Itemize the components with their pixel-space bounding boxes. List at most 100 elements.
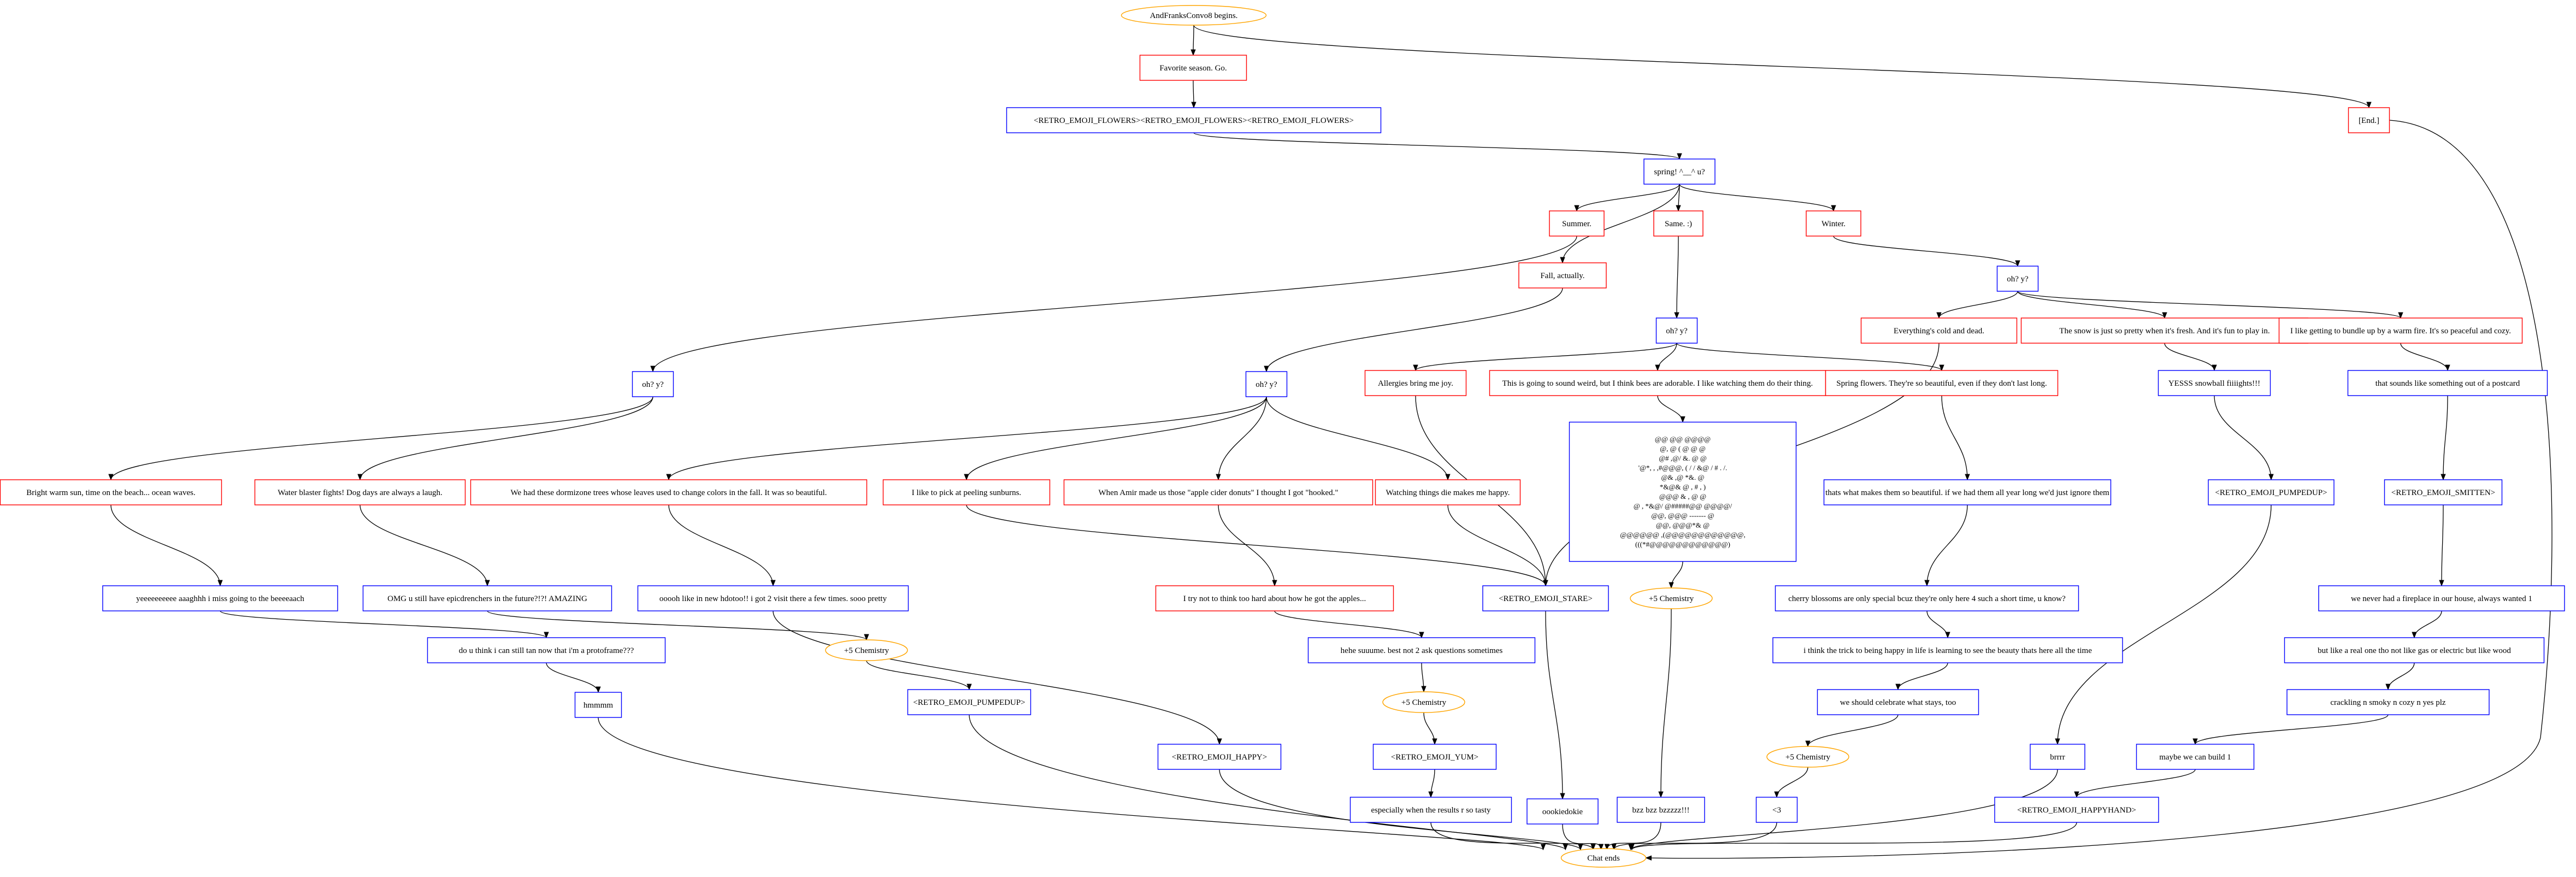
node-fall-label: Fall, actually.	[1540, 272, 1584, 280]
node-apple_cider-shape	[1063, 479, 1374, 505]
node-warm_sun-shape	[0, 479, 222, 505]
node-maybe-shape	[2136, 744, 2255, 770]
node-chem2: +5 Chemistry	[1630, 587, 1713, 609]
edge-do_u_think-to-hmmm	[546, 662, 601, 693]
edge-yum-to-especially	[1428, 769, 1435, 798]
node-smitten: <RETRO_EMOJI_SMITTEN>	[2384, 479, 2503, 505]
node-especially: especially when the results r so tasty	[1349, 797, 1512, 823]
edge-ohy_fall-to-peeling	[964, 396, 1267, 481]
node-fireplace-label: we never had a fireplace in our house, a…	[2351, 595, 2532, 603]
edge-spring-to-fall	[1560, 184, 1680, 264]
bee-ascii-line: @@@ & , @ @	[1659, 492, 1706, 501]
node-summer-label: Summer.	[1562, 220, 1591, 228]
node-pumpedup_w: <RETRO_EMOJI_PUMPEDUP>	[2208, 479, 2335, 505]
node-do_u_think-label: do u think i can still tan now that i'm …	[459, 646, 634, 655]
edge-bee_ascii-to-chem2	[1669, 561, 1683, 589]
bee-ascii-line: '@*, , ,#@@@, ( / / &@ / # . /.	[1638, 463, 1728, 472]
edge-warm_sun-to-yeee	[110, 504, 223, 587]
edge-fall-to-ohy_fall	[1264, 287, 1563, 373]
node-thats_what: thats what makes them so beautiful. if w…	[1823, 479, 2112, 505]
node-end_choice-shape	[2348, 107, 2390, 133]
node-especially-shape	[1349, 797, 1512, 823]
node-apple_cider: When Amir made us those "apple cider don…	[1063, 479, 1374, 505]
node-celebrate: we should celebrate what stays, too	[1817, 689, 1979, 715]
node-chem2-shape	[1630, 587, 1713, 609]
edge-omg-to-chem1	[487, 610, 869, 641]
node-dont_think-shape	[1155, 585, 1394, 611]
node-watching_die-label: Watching things die makes me happy.	[1386, 488, 1510, 497]
node-spring_flowers-shape	[1825, 370, 2059, 396]
node-pumpedup_w-label: <RETRO_EMOJI_PUMPEDUP>	[2215, 488, 2327, 497]
node-hehe-label: hehe suuume. best not 2 ask questions so…	[1341, 646, 1503, 655]
edge-ohy_summer-to-water	[357, 396, 653, 481]
node-bzz: bzz bzz bzzzzz!!!	[1617, 797, 1705, 823]
node-happyhand: <RETRO_EMOJI_HAPPYHAND>	[1994, 797, 2159, 823]
edge-brrr-to-chat_ends	[1628, 769, 2058, 851]
node-watching_die-shape	[1375, 479, 1521, 505]
node-chem1-shape	[825, 639, 908, 661]
node-spring_flowers: Spring flowers. They're so beautiful, ev…	[1825, 370, 2059, 396]
node-ooookiedokie-shape	[1526, 798, 1599, 825]
node-maybe-label: maybe we can build 1	[2159, 753, 2231, 762]
node-ooookiedokie-label: oookiedokie	[1542, 808, 1583, 816]
node-thats_what-shape	[1823, 479, 2112, 505]
node-heart-label: <3	[1772, 806, 1781, 815]
node-water-label: Water blaster fights! Dog days are alway…	[278, 488, 443, 497]
node-fireplace-shape	[2318, 585, 2565, 611]
node-cold_dead-label: Everything's cold and dead.	[1894, 327, 1984, 336]
node-summer-shape	[1549, 210, 1605, 237]
edge-pumpedup_c-to-chat_ends	[969, 714, 1568, 851]
node-chem1-label: +5 Chemistry	[844, 646, 889, 655]
bee-ascii-line: @, @ ( @ @ @	[1660, 444, 1706, 452]
node-ohy_winter: oh? y?	[1996, 266, 2039, 292]
node-ooooh-shape	[637, 585, 909, 611]
node-postcard-shape	[2347, 370, 2548, 396]
node-bee_ascii: @@ @@ @@@@@, @ ( @ @ @@# ,@/ &. @ @'@*, …	[1569, 421, 1797, 562]
edge-celebrate-to-chem4	[1805, 714, 1899, 747]
node-pumpedup_c-shape	[907, 689, 1031, 715]
node-spring_flowers-label: Spring flowers. They're so beautiful, ev…	[1836, 379, 2047, 388]
edge-ooooh-to-happy	[773, 610, 1222, 745]
node-ohy_summer: oh? y?	[632, 371, 674, 397]
node-cherry-shape	[1775, 585, 2079, 611]
edges	[108, 25, 2553, 861]
node-bees-shape	[1489, 370, 1826, 396]
node-real_one-shape	[2284, 637, 2545, 663]
edge-chem4-to-heart	[1774, 767, 1808, 798]
edge-summer-to-ohy_summer	[650, 236, 1577, 373]
node-crackling-shape	[2286, 689, 2490, 715]
edge-stare-to-ooookiedokie	[1545, 610, 1565, 800]
edge-chem2-to-bzz	[1658, 608, 1672, 798]
node-end_choice-label: [End.]	[2359, 116, 2379, 125]
node-ohy_same: oh? y?	[1655, 317, 1698, 344]
node-spring-shape	[1643, 158, 1716, 185]
node-celebrate-shape	[1817, 689, 1979, 715]
node-omg-shape	[362, 585, 612, 611]
node-winter: Winter.	[1806, 210, 1861, 237]
node-spring: spring! ^__^ u?	[1643, 158, 1716, 185]
node-chem3: +5 Chemistry	[1382, 691, 1465, 713]
node-bundle-label: I like getting to bundle up by a warm fi…	[2290, 327, 2511, 336]
bee-ascii-line: @@, @@@*& @	[1656, 521, 1710, 529]
edge-snow-to-yesss	[2164, 343, 2217, 372]
node-ohy_fall-shape	[1245, 371, 1288, 397]
node-cold_dead-shape	[1860, 317, 2018, 344]
node-postcard-label: that sounds like something out of a post…	[2375, 379, 2520, 388]
node-ohy_winter-label: oh? y?	[2007, 275, 2029, 284]
node-chat_ends-shape	[1560, 848, 1647, 868]
node-do_u_think: do u think i can still tan now that i'm …	[427, 637, 666, 663]
node-winter-label: Winter.	[1822, 220, 1846, 228]
edge-thats_what-to-cherry	[1924, 504, 1968, 587]
bee-ascii-line: @@ @@ @@@@	[1655, 435, 1711, 443]
node-yesss-shape	[2158, 370, 2271, 396]
node-dont_think-label: I try not to think too hard about how he…	[1183, 595, 1366, 603]
node-stare-label: <RETRO_EMOJI_STARE>	[1499, 595, 1593, 603]
node-yum-shape	[1372, 744, 1497, 770]
node-end_choice: [End.]	[2348, 107, 2390, 133]
node-snow-label: The snow is just so pretty when it's fre…	[2059, 327, 2270, 336]
node-crackling-label: crackling n smoky n cozy n yes plz	[2330, 698, 2446, 707]
node-happy-shape	[1157, 744, 1282, 770]
node-spring-label: spring! ^__^ u?	[1654, 168, 1705, 176]
edge-ohy_fall-to-watching_die	[1266, 396, 1451, 481]
node-yeee-shape	[102, 585, 338, 611]
